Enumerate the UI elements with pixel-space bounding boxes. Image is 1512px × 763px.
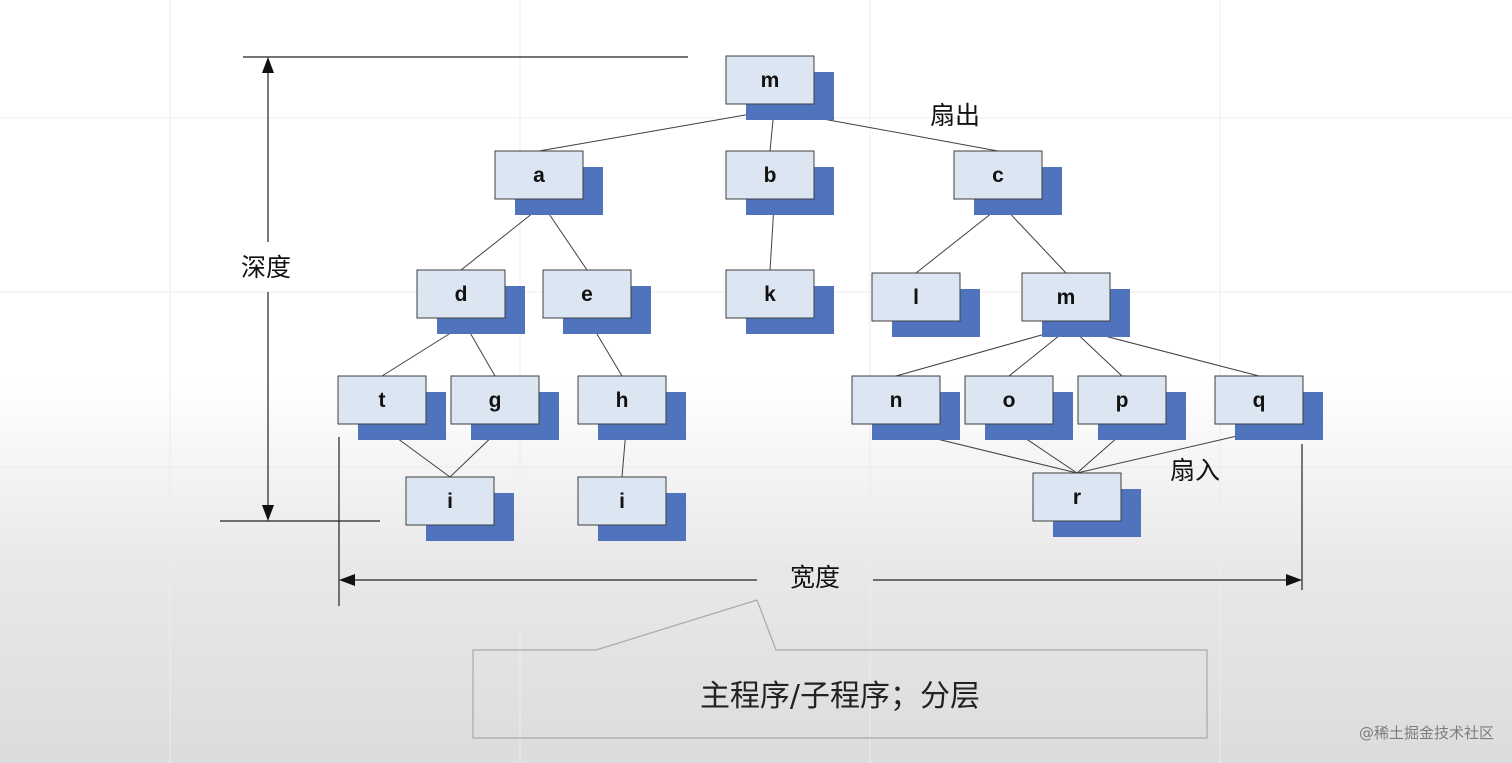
node-label: k (764, 283, 776, 306)
node-label: q (1253, 389, 1266, 412)
depth-dimension: 深度 (220, 56, 688, 522)
node-label: r (1073, 486, 1081, 509)
node-box (337, 375, 427, 425)
node-box (725, 269, 815, 319)
node-box (725, 55, 815, 105)
node-label: e (581, 283, 593, 306)
node-label: o (1003, 389, 1016, 412)
nodes-layer: m a b c d e k l m t g h n o p q i i r (337, 55, 1323, 541)
edge-c-m2 (1001, 204, 1067, 274)
node-box (1021, 272, 1111, 322)
node-box (542, 269, 632, 319)
node-label: i (619, 490, 625, 513)
callout-text: 主程序/子程序；分层 (700, 679, 980, 714)
node-label: m (761, 69, 780, 92)
node-k: k (725, 269, 834, 334)
width-dimension: 宽度 (338, 437, 1303, 606)
callout-box (472, 599, 1208, 739)
node-i2: i (577, 476, 686, 541)
node-q: q (1214, 375, 1323, 440)
node-box (1032, 472, 1122, 522)
node-box (851, 375, 941, 425)
node-box (450, 375, 540, 425)
depth-arrow-down-icon (262, 505, 274, 521)
edge-root-a (538, 109, 775, 152)
depth-arrow-up-icon (262, 57, 274, 73)
node-label: d (455, 283, 468, 306)
edge-m2-n (895, 326, 1071, 377)
node-g: g (450, 375, 559, 440)
width-arrow-left-icon (339, 574, 355, 586)
node-label: p (1116, 389, 1129, 412)
fan-out-label: 扇出 (930, 101, 980, 130)
node-box (871, 272, 961, 322)
node-e: e (542, 269, 651, 334)
fan-in-label: 扇入 (1170, 456, 1220, 485)
node-label: a (533, 164, 545, 187)
node-c: c (953, 150, 1062, 215)
node-label: n (890, 389, 903, 412)
node-o: o (964, 375, 1073, 440)
node-label: m (1057, 286, 1076, 309)
width-label: 宽度 (790, 563, 840, 592)
node-box (1214, 375, 1304, 425)
depth-label: 深度 (241, 253, 291, 282)
node-label: t (379, 389, 386, 412)
node-m2: m (1021, 272, 1130, 337)
node-box (725, 150, 815, 200)
node-b: b (725, 150, 834, 215)
edges-layer (381, 109, 1264, 478)
node-root: m (725, 55, 834, 120)
node-label: c (992, 164, 1004, 187)
width-arrow-right-icon (1286, 574, 1302, 586)
node-box (416, 269, 506, 319)
node-box (964, 375, 1054, 425)
edge-a-d (460, 204, 544, 271)
node-i1: i (405, 476, 514, 541)
node-label: g (489, 389, 502, 412)
node-box (494, 150, 584, 200)
node-label: h (616, 389, 629, 412)
node-h: h (577, 375, 686, 440)
node-box (577, 375, 667, 425)
edge-a-e (542, 204, 588, 271)
node-label: b (764, 164, 777, 187)
node-r: r (1032, 472, 1141, 537)
edge-b-k (769, 204, 775, 271)
node-n: n (851, 375, 960, 440)
node-label: l (913, 286, 919, 309)
node-p: p (1077, 375, 1186, 440)
node-a: a (494, 150, 603, 215)
node-box (1077, 375, 1167, 425)
node-box (953, 150, 1043, 200)
node-label: i (447, 490, 453, 513)
node-t: t (337, 375, 446, 440)
edge-c-l (915, 204, 1003, 274)
callout: 主程序/子程序；分层 (472, 599, 1208, 739)
node-l: l (871, 272, 980, 337)
watermark: @稀土掘金技术社区 (1358, 724, 1494, 742)
node-box (577, 476, 667, 526)
node-box (405, 476, 495, 526)
edge-q-r (1076, 429, 1264, 474)
node-d: d (416, 269, 525, 334)
